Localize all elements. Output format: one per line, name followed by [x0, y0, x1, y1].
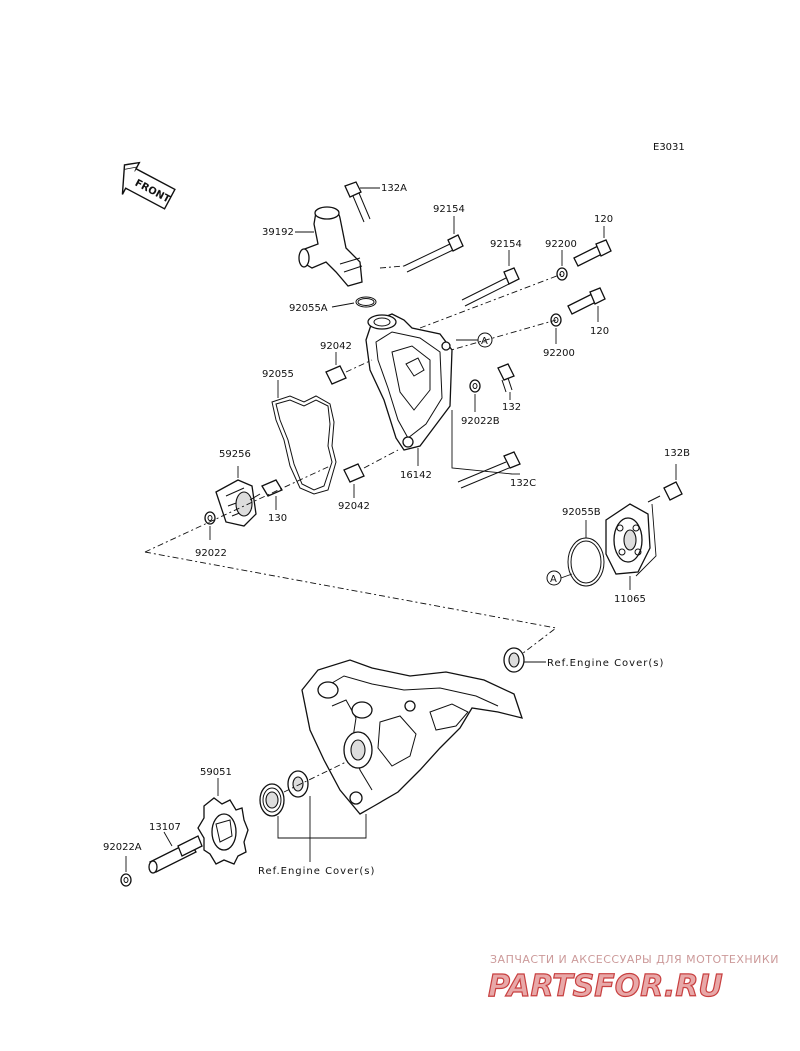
gasket-92055	[271, 380, 337, 495]
label-132: 132	[502, 402, 521, 413]
shaft-13107	[148, 831, 203, 874]
bolt-120-a	[573, 226, 612, 267]
label-132B: 132B	[664, 448, 690, 459]
bolt-92154-b	[461, 250, 520, 307]
label-92022A: 92022A	[103, 842, 142, 853]
label-13107: 13107	[149, 822, 181, 833]
label-92055B: 92055B	[562, 507, 601, 518]
washer-92022A	[120, 856, 132, 887]
label-39192: 39192	[262, 227, 294, 238]
water-pump-cover-16142	[365, 313, 453, 466]
engine-cover-reference	[301, 659, 523, 815]
ref-engine-cover-lower: Ref.Engine Cover(s)	[258, 866, 375, 877]
bolt-132A	[344, 181, 380, 223]
impeller-59256	[215, 466, 257, 527]
watermark-tagline: ЗАПЧАСТИ И АКСЕССУАРЫ ДЛЯ МОТОТЕХНИКИ	[490, 953, 779, 966]
label-92022: 92022	[195, 548, 227, 559]
housing-11065	[605, 503, 657, 590]
callout-a-lower-label: A	[550, 574, 557, 585]
oil-seal	[503, 647, 546, 673]
label-92154-a: 92154	[433, 204, 465, 215]
o-ring-92055B	[567, 520, 605, 587]
label-92022B: 92022B	[461, 416, 500, 427]
label-92055: 92055	[262, 369, 294, 380]
front-arrow-icon: FRONT	[121, 161, 176, 210]
label-132C: 132C	[510, 478, 536, 489]
bolt-130	[249, 479, 283, 510]
label-59051: 59051	[200, 767, 232, 778]
dowel-pin-92042-a	[325, 352, 373, 385]
gear-59051	[197, 778, 249, 865]
label-132A: 132A	[381, 183, 407, 194]
label-92200-b: 92200	[543, 348, 575, 359]
diagram-code: E3031	[653, 142, 685, 153]
hose-pipe-39192	[295, 206, 363, 287]
callout-a-upper	[477, 332, 493, 348]
washer-92022B	[469, 379, 481, 412]
washer-92200-a	[556, 250, 568, 281]
label-92055A: 92055A	[289, 303, 328, 314]
label-92200-a: 92200	[545, 239, 577, 250]
bearing-b	[287, 770, 309, 798]
watermark-brand: PARTSFOR.RU	[488, 969, 723, 1004]
bolt-92154-a	[403, 216, 464, 273]
label-120-b: 120	[590, 326, 609, 337]
bolt-132	[497, 363, 515, 400]
bearing-a	[259, 783, 285, 817]
label-92042-b: 92042	[338, 501, 370, 512]
bolt-120-b	[567, 287, 606, 322]
bolt-132C	[451, 410, 521, 489]
label-11065: 11065	[614, 594, 646, 605]
label-130: 130	[268, 513, 287, 524]
label-120-a: 120	[594, 214, 613, 225]
callout-a-upper-label: A	[481, 336, 488, 347]
label-59256: 59256	[219, 449, 251, 460]
ref-engine-cover-upper: Ref.Engine Cover(s)	[547, 658, 664, 669]
dowel-pin-92042-b	[343, 449, 399, 498]
washer-92022	[204, 511, 216, 540]
bolt-132B	[647, 464, 683, 503]
washer-92200-b	[550, 313, 562, 344]
label-16142: 16142	[400, 470, 432, 481]
o-ring-92055A	[331, 296, 377, 308]
label-92154-b: 92154	[490, 239, 522, 250]
label-92042-a: 92042	[320, 341, 352, 352]
